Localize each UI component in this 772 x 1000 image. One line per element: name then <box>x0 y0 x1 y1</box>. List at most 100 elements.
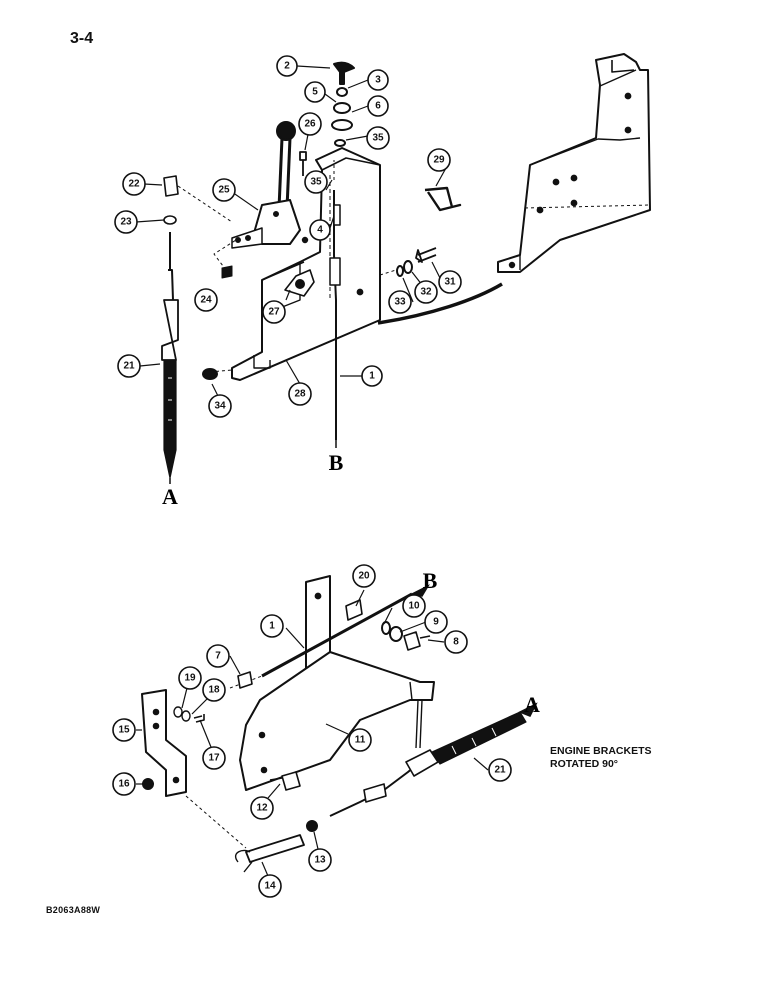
callout-1-upper: 1 <box>361 365 383 387</box>
svg-text:3: 3 <box>375 75 381 86</box>
svg-text:25: 25 <box>218 185 230 196</box>
callout-21-lower: 21 <box>488 758 512 782</box>
nut-34 <box>202 368 218 380</box>
svg-text:27: 27 <box>268 307 280 318</box>
callout-35-top: 35 <box>366 126 390 150</box>
svg-text:23: 23 <box>120 217 132 228</box>
callout-23: 23 <box>114 210 138 234</box>
callout-18: 18 <box>202 678 226 702</box>
svg-text:33: 33 <box>394 297 406 308</box>
screw-17 <box>193 714 205 723</box>
svg-text:7: 7 <box>215 651 221 662</box>
callout-34: 34 <box>208 394 232 418</box>
callout-28: 28 <box>288 382 312 406</box>
svg-text:1: 1 <box>369 371 375 382</box>
callout-10: 10 <box>402 594 426 618</box>
svg-text:21: 21 <box>494 765 506 776</box>
shift-lever-25 <box>231 121 301 249</box>
callout-7: 7 <box>206 644 230 668</box>
hardware-31-33 <box>379 247 437 277</box>
svg-text:5: 5 <box>312 87 318 98</box>
svg-text:17: 17 <box>208 753 220 764</box>
callout-9: 9 <box>424 610 448 634</box>
svg-text:11: 11 <box>355 735 366 746</box>
svg-text:26: 26 <box>304 119 316 130</box>
callout-6: 6 <box>367 95 389 117</box>
callout-35-mid: 35 <box>304 170 328 194</box>
callout-2: 2 <box>276 55 298 77</box>
callout-1-lower: 1 <box>260 614 284 638</box>
svg-text:6: 6 <box>375 101 381 112</box>
svg-text:18: 18 <box>208 685 220 696</box>
callout-14: 14 <box>258 874 282 898</box>
svg-text:13: 13 <box>314 855 326 866</box>
svg-text:14: 14 <box>264 881 276 892</box>
callout-19: 19 <box>178 666 202 690</box>
callout-33: 33 <box>388 290 412 314</box>
clip-29 <box>424 186 462 212</box>
svg-text:1: 1 <box>269 621 275 632</box>
svg-text:34: 34 <box>214 401 226 412</box>
svg-text:15: 15 <box>118 725 130 736</box>
upper-assembly <box>161 53 651 479</box>
screw-26 <box>299 151 307 176</box>
bracket-plate-11 <box>239 651 435 791</box>
clip-20 <box>345 599 363 621</box>
bracket-15 <box>141 689 187 797</box>
callout-15: 15 <box>112 718 136 742</box>
nut-23 <box>163 215 177 225</box>
svg-text:31: 31 <box>444 277 456 288</box>
callouts: 1 2 3 4 5 6 21 22 23 24 25 26 27 28 29 3… <box>112 55 512 898</box>
cap-stack <box>331 61 355 147</box>
callout-20: 20 <box>352 564 376 588</box>
nut-24 <box>221 265 233 279</box>
lower-assembly <box>141 575 527 873</box>
svg-text:35: 35 <box>310 177 322 188</box>
svg-text:19: 19 <box>184 673 196 684</box>
page-number: 3-4 <box>70 30 94 47</box>
callout-4: 4 <box>309 219 331 241</box>
callout-24: 24 <box>194 288 218 312</box>
ref-b-upper: B <box>329 450 344 475</box>
callout-11: 11 <box>348 728 372 752</box>
svg-text:12: 12 <box>256 803 268 814</box>
svg-text:8: 8 <box>453 637 459 648</box>
svg-text:20: 20 <box>358 571 370 582</box>
callout-25: 25 <box>212 178 236 202</box>
callout-29: 29 <box>427 148 451 172</box>
reference-letters: B A B A <box>162 450 540 717</box>
callout-5: 5 <box>304 81 326 103</box>
svg-text:35: 35 <box>372 133 384 144</box>
callout-22: 22 <box>122 172 146 196</box>
svg-text:28: 28 <box>294 389 306 400</box>
note-line-1: ENGINE BRACKETS <box>550 745 652 757</box>
cable-1-lower <box>261 592 413 678</box>
ref-a-lower: A <box>524 692 540 717</box>
ref-b-lower: B <box>423 568 438 593</box>
callout-27: 27 <box>262 300 286 324</box>
svg-text:16: 16 <box>118 779 130 790</box>
callout-16: 16 <box>112 772 136 796</box>
svg-text:22: 22 <box>128 179 140 190</box>
svg-text:29: 29 <box>433 155 445 166</box>
svg-text:24: 24 <box>200 295 212 306</box>
nut-16 <box>142 778 154 790</box>
callout-31: 31 <box>438 270 462 294</box>
ref-a-upper: A <box>162 484 178 509</box>
callout-26: 26 <box>298 112 322 136</box>
svg-text:4: 4 <box>317 225 323 236</box>
svg-text:9: 9 <box>433 617 439 628</box>
svg-text:2: 2 <box>284 61 290 72</box>
nut-7 <box>237 671 253 689</box>
pin-14 <box>185 795 305 873</box>
bolt-8 <box>403 631 431 651</box>
ball-joint-22 <box>163 175 179 197</box>
figure-code: B2063A88W <box>46 905 101 915</box>
nut-13 <box>306 820 318 832</box>
cable-21-upper <box>161 232 179 479</box>
svg-text:10: 10 <box>408 601 420 612</box>
reference-arrows <box>169 440 538 717</box>
callout-21-upper: 21 <box>117 354 141 378</box>
rotation-note: ENGINE BRACKETS ROTATED 90° <box>550 745 652 771</box>
